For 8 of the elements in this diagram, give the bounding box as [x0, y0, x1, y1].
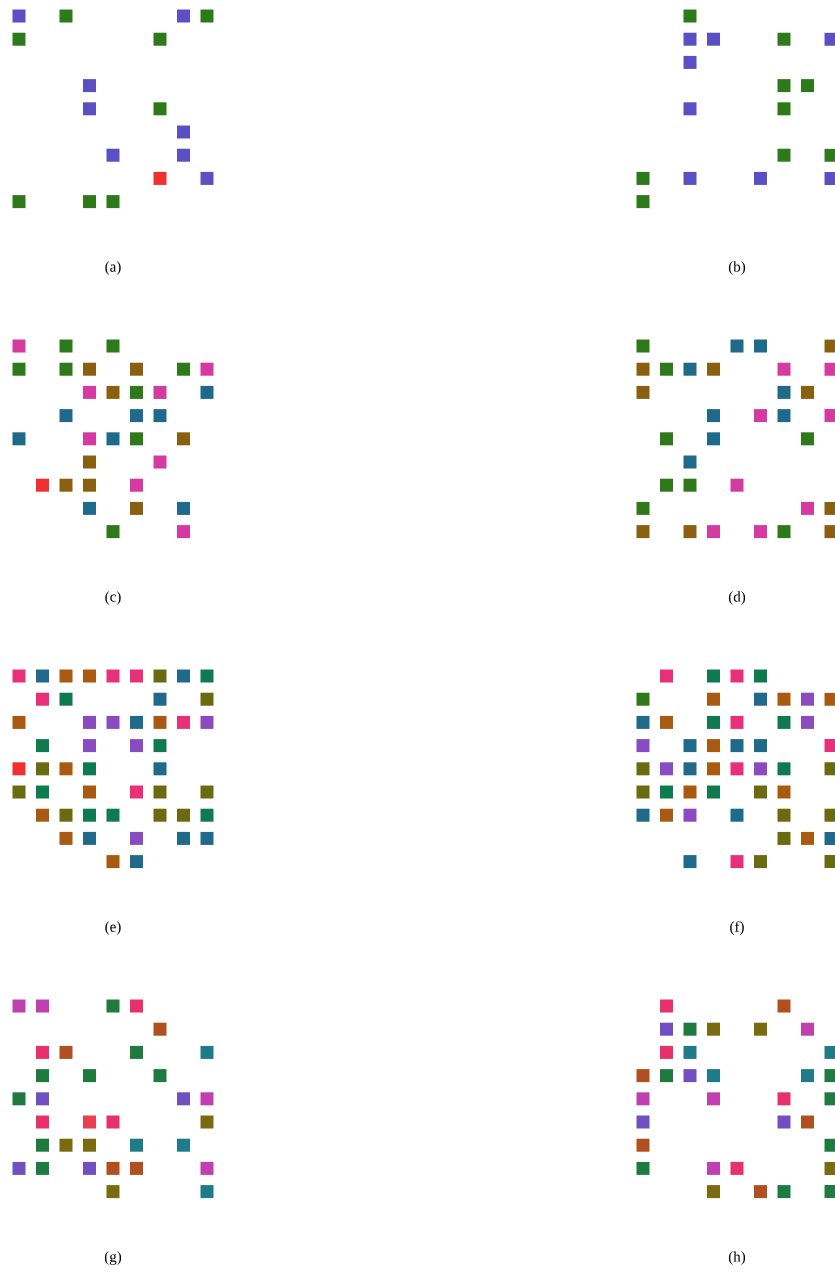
panel-label: (f)	[730, 921, 744, 935]
panel-label: (c)	[105, 591, 121, 605]
panel-label: (h)	[728, 1251, 746, 1265]
panel-label: (g)	[104, 1251, 122, 1265]
panel-label: (d)	[728, 591, 746, 605]
panel-label: (b)	[728, 261, 746, 275]
panel-label: (e)	[105, 921, 121, 935]
panel-label: (a)	[105, 261, 121, 275]
